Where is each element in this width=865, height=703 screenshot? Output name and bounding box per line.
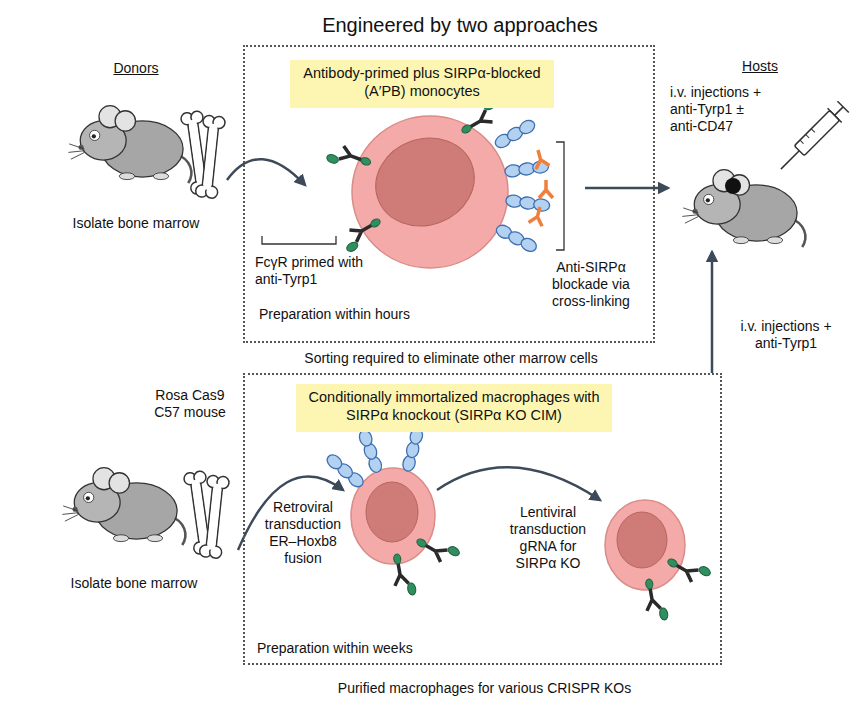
node-text: Purified macrophages for various CRISPR …	[245, 680, 724, 697]
node-text: i.v. injections + anti-Tyrp1 ± anti-CD47	[670, 84, 774, 135]
donor-mouse	[62, 468, 185, 545]
flow-arrow	[227, 159, 305, 185]
donor-mouse	[68, 106, 191, 183]
title-box: Conditionally immortalized macrophages w…	[296, 384, 612, 432]
ko-macrophage-cell	[605, 500, 712, 623]
bone	[199, 475, 229, 559]
edge-label: i.v. injections + anti-Tyrp1	[734, 318, 838, 352]
node-text: Isolate bone marrow	[30, 575, 238, 592]
bone	[195, 115, 225, 199]
node-text: Rosa Cas9 C57 mouse	[148, 387, 232, 421]
diagram-title: Engineered by two approaches	[0, 14, 865, 37]
monocyte-cell	[262, 99, 564, 268]
flow-arrow	[711, 252, 714, 373]
flow-arrow	[585, 187, 668, 190]
node-text: Retroviral transduction ER–Hoxb8 fusion	[258, 499, 348, 567]
node-text: Lentiviral transduction gRNA for SIRPα K…	[501, 504, 595, 572]
syringe	[774, 100, 850, 176]
node-text: Antibody-primed plus SIRPα-blocked (A′PB…	[298, 65, 546, 100]
node-text: Sorting required to eliminate other marr…	[245, 350, 657, 367]
macrophage-cell	[324, 427, 461, 598]
figure-group: DonorsIsolate bone marrow	[45, 58, 227, 238]
node-text: Isolate bone marrow	[45, 215, 227, 232]
host-mouse	[682, 170, 805, 247]
node-text: Preparation within hours	[259, 306, 479, 323]
node-text: Donors	[95, 60, 177, 77]
node-text: Preparation within weeks	[257, 640, 477, 657]
figure-group: Rosa Cas9 C57 mouseIsolate bone marrow	[30, 385, 238, 597]
node-text: Anti-SIRPα blockade via cross-linking	[535, 259, 647, 310]
process-arrow	[437, 467, 600, 500]
process-region: FcγR primed with anti-Tyrp1Preparation w…	[243, 45, 655, 343]
title-box: Antibody-primed plus SIRPα-blocked (A′PB…	[290, 60, 554, 108]
node-text: FcγR primed with anti-Tyrp1	[255, 254, 365, 288]
node-text: Hosts	[730, 58, 790, 75]
figure-group: Hosts i.v. injections + anti-Tyrp1 ± anti…	[668, 58, 850, 250]
node-text: Conditionally immortalized macrophages w…	[304, 389, 604, 424]
process-region: Retroviral transduction ER–Hoxb8 fusionP…	[243, 373, 722, 665]
